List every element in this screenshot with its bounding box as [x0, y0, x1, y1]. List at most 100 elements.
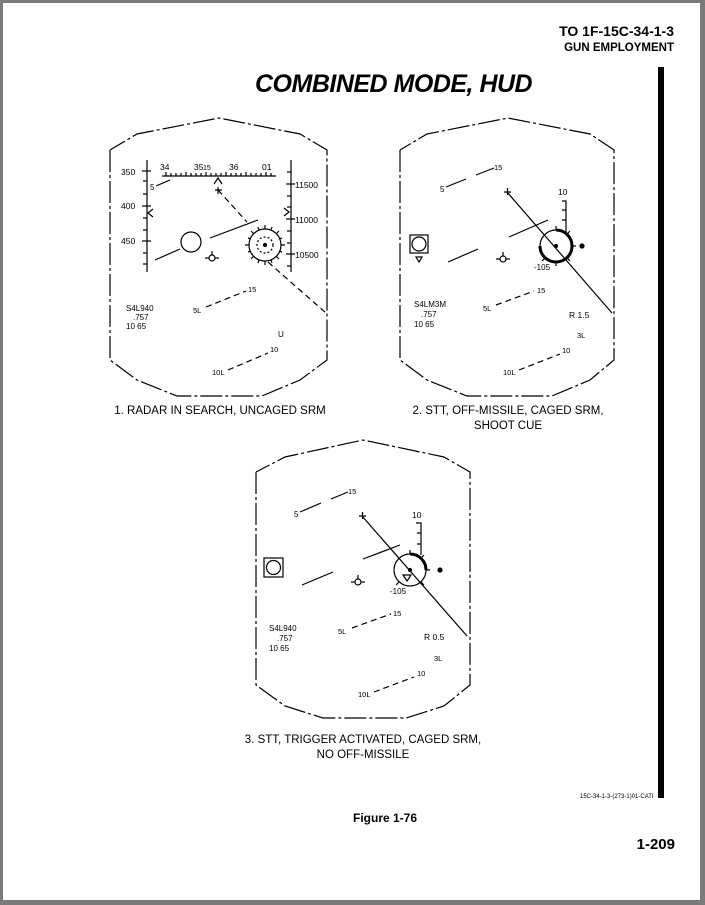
panel-1-caption: 1. RADAR IN SEARCH, UNCAGED SRM — [100, 404, 340, 419]
heading-tick-34: 34 — [160, 162, 170, 172]
heading-caret-label: 15 — [203, 165, 211, 172]
artwork-code: 15C-34-1-3-(273-1)01-CATI — [580, 794, 654, 800]
heading-ticks — [165, 172, 272, 176]
section-title: GUN EMPLOYMENT — [564, 42, 674, 54]
change-bar — [658, 67, 664, 798]
target-dashed-line — [267, 261, 327, 314]
seeker-circle — [265, 559, 282, 576]
data-block-line-1: S4LM3M — [414, 300, 446, 309]
hud-panel-3: 5 15 10 -105 S4L940 .757 10 65 5L — [255, 439, 471, 719]
panel-3-caption-line-2: NO OFF-MISSILE — [316, 749, 410, 761]
top-right-label: 15 — [348, 487, 356, 496]
pitch-10-left-label: 10L — [503, 368, 516, 377]
scale-bottom-label: -105 — [390, 587, 407, 596]
heading-tick-01: 01 — [262, 162, 272, 172]
horizon-line-right — [508, 219, 549, 238]
airspeed-tick-400: 400 — [121, 201, 135, 211]
seeker-box — [263, 557, 284, 578]
panel-2-caption: 2. STT, OFF-MISSILE, CAGED SRM, SHOOT CU… — [390, 404, 626, 434]
hud-outline — [399, 117, 615, 397]
srm-status: U — [278, 330, 284, 339]
flight-path-marker — [496, 252, 510, 263]
target-line — [506, 191, 613, 314]
pitch-10-right-label: 10 — [417, 669, 425, 678]
horizon-line-right — [362, 544, 401, 560]
pipper-triangle — [401, 574, 413, 583]
pitch-10-left-label: 10L — [358, 690, 371, 699]
horizon-line-left — [447, 248, 479, 263]
panel-3-caption-line-1: 3. STT, TRIGGER ACTIVATED, CAGED SRM, — [244, 734, 482, 746]
waterline-cross — [215, 187, 222, 194]
flight-path-marker — [351, 575, 365, 586]
range-scale — [562, 200, 567, 232]
heading-caret — [213, 176, 223, 185]
heading-tick-35: 35 — [194, 162, 204, 172]
gun-reticle-shoot-cue — [538, 226, 585, 266]
pitch-10-right-label: 10 — [270, 345, 278, 354]
airspeed-ticks — [142, 170, 151, 265]
pitch-line-5 — [205, 290, 247, 308]
gun-reticle-trigger — [393, 550, 443, 587]
top-right-label: 15 — [494, 163, 502, 172]
waterline-cross — [504, 188, 511, 195]
target-range: R 0.5 — [424, 632, 445, 642]
pitch-line-10 — [227, 352, 269, 371]
pitch-line-5-upper — [155, 179, 171, 187]
pitch-line-10 — [518, 353, 561, 371]
pitch-5-left-label: 5L — [193, 306, 201, 315]
pitch-line-5 — [351, 613, 392, 629]
target-range: R 1.5 — [569, 310, 590, 320]
range-scale-ticks — [562, 209, 566, 221]
target-line — [361, 515, 468, 637]
altitude-ticks — [286, 171, 295, 267]
data-block-line-1: S4L940 — [126, 304, 154, 313]
hud-outline — [109, 117, 328, 397]
panel-2-caption-line-2: SHOOT CUE — [473, 420, 543, 432]
seeker-triangle — [414, 256, 424, 264]
manual-page — [3, 3, 700, 900]
pitch-5-left-label: 5L — [483, 304, 491, 313]
horizon-line-left — [154, 248, 181, 261]
pitch-line-10 — [373, 676, 415, 693]
pitch-line-upper-right — [330, 491, 349, 500]
altitude-tick-10500: 10500 — [295, 250, 319, 260]
airspeed-tick-350: 350 — [121, 167, 135, 177]
range-label: 3L — [577, 331, 585, 340]
pitch-10-left-label: 10L — [212, 368, 225, 377]
airspeed-tick-450: 450 — [121, 236, 135, 246]
pitch-5-right-label: 15 — [537, 286, 545, 295]
altitude-tick-11000: 11000 — [295, 215, 318, 225]
horizon-line-left — [301, 571, 334, 586]
data-block-line-2: .757 — [277, 634, 293, 643]
hud-panel-1: 34 35 36 01 15 350 400 450 11500 11000 1 — [109, 117, 328, 397]
range-scale-ticks — [417, 532, 421, 545]
page-title: COMBINED MODE, HUD — [255, 70, 533, 98]
seeker-circle — [411, 236, 427, 252]
data-block-line-1: S4L940 — [269, 624, 297, 633]
range-scale — [416, 522, 422, 555]
gun-reticle — [245, 225, 285, 265]
hud-outline — [255, 439, 471, 719]
altitude-tick-11500: 11500 — [295, 180, 318, 190]
altitude-caret — [283, 207, 290, 217]
pitch-line-upper-left — [445, 178, 467, 188]
waterline-cross — [359, 512, 366, 519]
panel-1-caption-line-1: 1. RADAR IN SEARCH, UNCAGED SRM — [114, 405, 326, 417]
pitch-5-right-label: 15 — [248, 285, 256, 294]
page-number: 1-209 — [636, 836, 675, 853]
figure-label: Figure 1-76 — [353, 811, 418, 825]
top-left-label: 5 — [440, 185, 445, 194]
airspeed-caret — [147, 208, 154, 218]
target-designator-line — [217, 189, 248, 223]
data-block-line-3: 10 65 — [269, 644, 290, 653]
pitch-5-right-label: 15 — [393, 609, 401, 618]
missile-seeker-circle — [180, 231, 202, 253]
flight-path-marker — [205, 251, 219, 262]
pitch-10-right-label: 10 — [562, 346, 570, 355]
data-block-line-3: 10 65 — [414, 320, 435, 329]
pitch-5-left-label: 5L — [338, 627, 346, 636]
hud-panel-2: 5 15 10 -105 S4LM3M .757 10 65 5L — [399, 117, 615, 397]
panel-2-caption-line-1: 2. STT, OFF-MISSILE, CAGED SRM, — [412, 405, 604, 417]
scale-top-label: 10 — [412, 510, 422, 520]
